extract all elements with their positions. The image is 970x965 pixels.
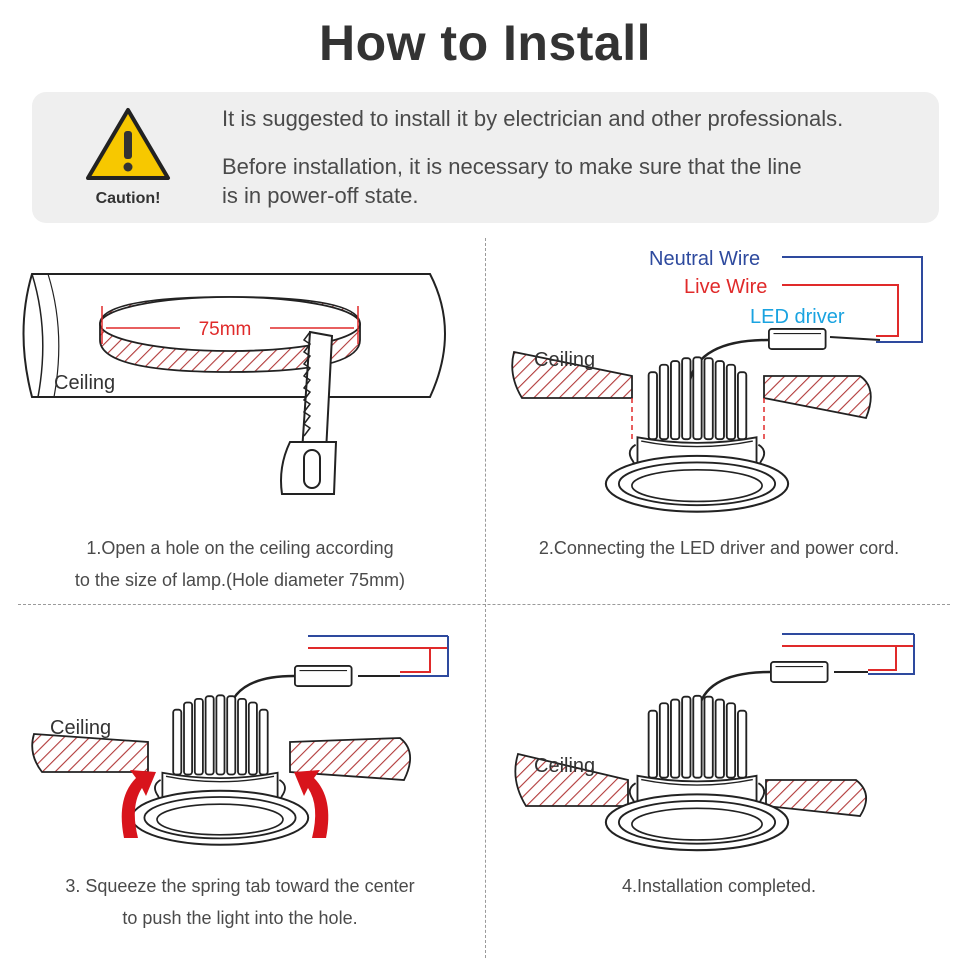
step-1-line-1: 1.Open a hole on the ceiling according <box>86 538 394 558</box>
warning-triangle-icon <box>86 108 170 180</box>
downlight-lamp-3 <box>130 694 310 846</box>
neutral-wire-label: Neutral Wire <box>649 248 760 270</box>
step-1-caption: 1.Open a hole on the ceiling according t… <box>20 532 460 596</box>
step-4-caption: 4.Installation completed. <box>494 870 944 902</box>
led-driver-box-3 <box>293 665 353 687</box>
caution-text-3: is in power-off state. <box>222 183 419 208</box>
ceiling-label-4: Ceiling <box>534 755 595 777</box>
caution-label: Caution! <box>95 190 161 207</box>
caution-text-2: Before installation, it is necessary to … <box>222 154 802 179</box>
step-1-line-2: to the size of lamp.(Hole diameter 75mm) <box>74 570 406 590</box>
step-4-line-1: 4.Installation completed. <box>621 876 817 896</box>
saw-icon <box>280 330 338 495</box>
caution-panel: Caution! It is suggested to install it b… <box>32 92 939 223</box>
step-1-diagram: 75mm Ceiling <box>22 273 446 495</box>
hole-size-label: 75mm <box>199 319 252 340</box>
step-3-line-1: 3. Squeeze the spring tab toward the cen… <box>65 876 415 896</box>
led-driver-label: LED driver <box>750 306 845 328</box>
push-up-arrow-right-icon <box>294 770 329 838</box>
downlight-lamp <box>604 356 790 513</box>
push-up-arrow-left-icon <box>121 770 156 838</box>
caution-text-1: It is suggested to install it by electri… <box>222 106 844 131</box>
page-title: How to Install <box>319 15 651 71</box>
horizontal-divider <box>18 604 950 605</box>
step-2-caption: 2.Connecting the LED driver and power co… <box>494 532 944 564</box>
step-2-diagram: Neutral Wire Live Wire LED driver Ceilin… <box>511 248 923 513</box>
step-3-caption: 3. Squeeze the spring tab toward the cen… <box>20 870 460 934</box>
step-4-diagram: Ceiling <box>514 633 915 852</box>
step-2-line-1: 2.Connecting the LED driver and power co… <box>538 538 900 558</box>
ceiling-label-1: Ceiling <box>54 372 115 394</box>
step-3-line-2: to push the light into the hole. <box>122 908 358 928</box>
led-driver-box <box>767 328 827 350</box>
ceiling-label-2: Ceiling <box>534 349 595 371</box>
step-3-diagram: Ceiling <box>31 635 449 846</box>
live-wire-label: Live Wire <box>684 276 767 298</box>
led-driver-box-4 <box>769 661 829 683</box>
ceiling-label-3: Ceiling <box>50 717 111 739</box>
vertical-divider <box>485 238 486 958</box>
downlight-lamp-4 <box>604 694 790 852</box>
